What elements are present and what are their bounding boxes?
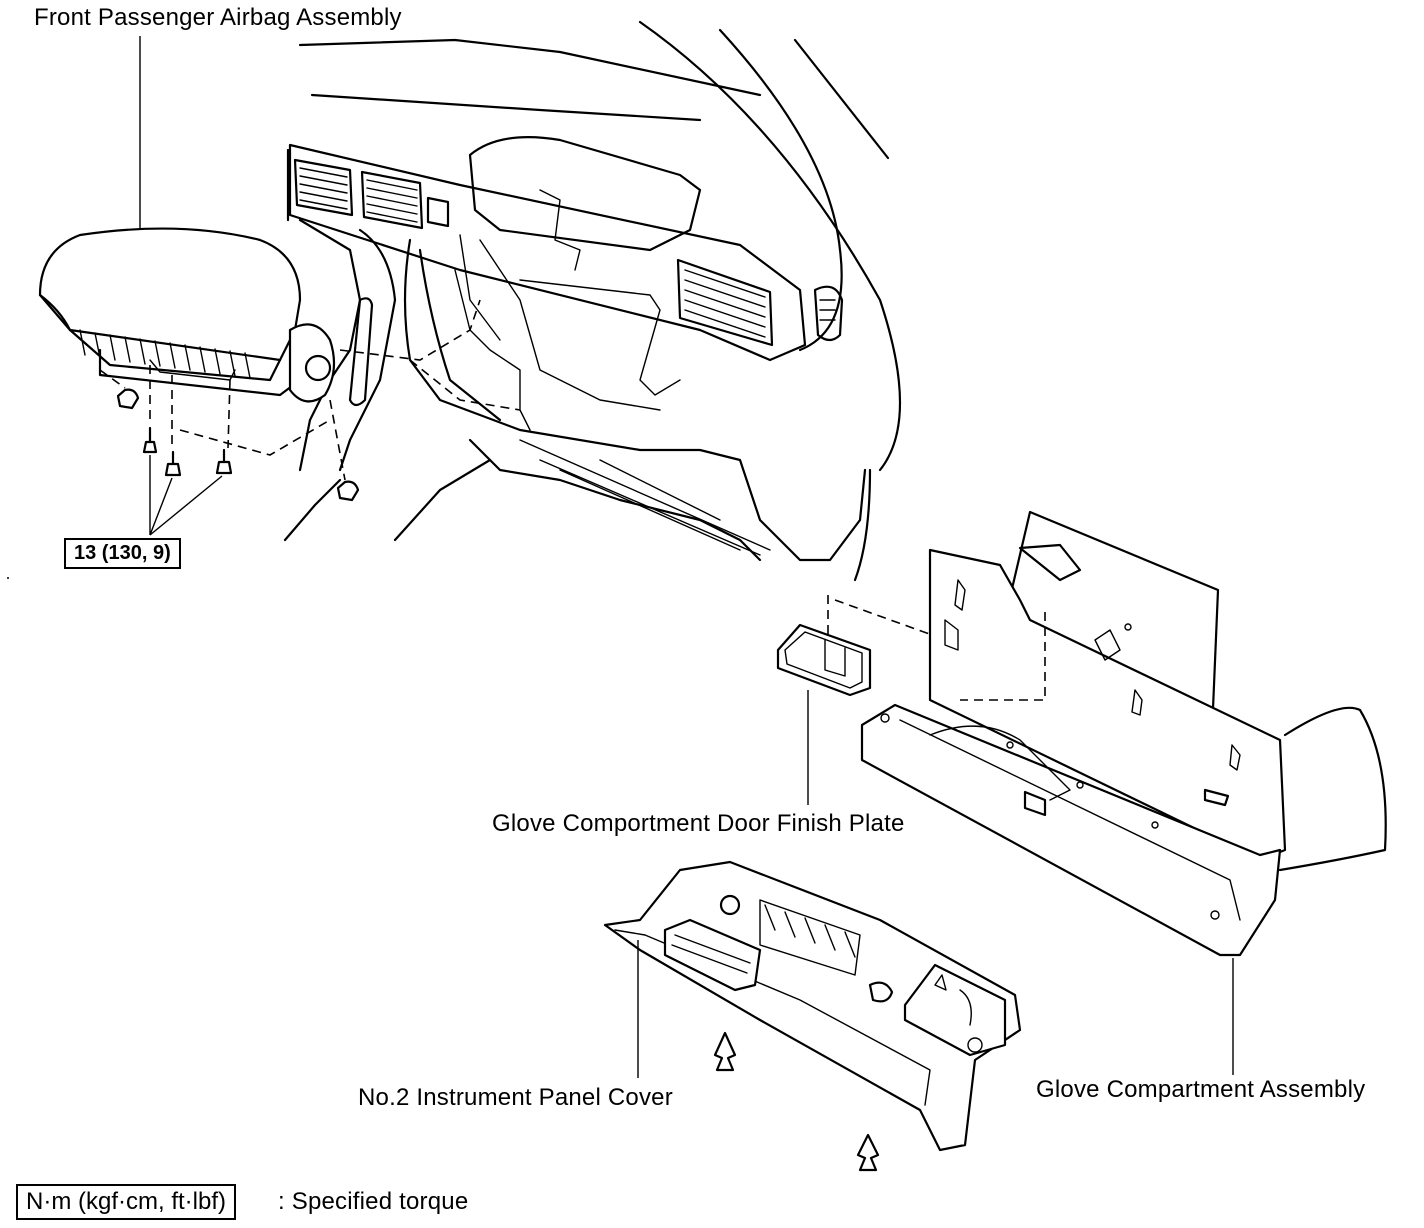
- instrument-panel: [283, 136, 867, 562]
- airbag-label: Front Passenger Airbag Assembly: [34, 4, 402, 31]
- bolt-3: [215, 448, 233, 475]
- panel-cover-label: No.2 Instrument Panel Cover: [358, 1084, 673, 1111]
- finish-plate: [776, 595, 961, 805]
- airbag-assembly: [38, 36, 360, 536]
- clip-1: [713, 1031, 737, 1072]
- clip-2: [856, 1133, 880, 1172]
- legend-description: : Specified torque: [278, 1188, 469, 1215]
- windshield-lines: [298, 20, 902, 582]
- torque-unit-legend: N·m (kgf·cm, ft·lbf): [16, 1184, 236, 1220]
- torque-spec-box: 13 (130, 9): [64, 538, 181, 569]
- finish-plate-label: Glove Comportment Door Finish Plate: [492, 810, 905, 837]
- glove-compartment: [860, 510, 1387, 1075]
- glove-compartment-label: Glove Compartment Assembly: [1036, 1076, 1366, 1103]
- panel-cover: [603, 860, 1022, 1172]
- bolt-1: [142, 426, 158, 454]
- bolt-2: [164, 450, 182, 477]
- stray-dot: [7, 577, 9, 579]
